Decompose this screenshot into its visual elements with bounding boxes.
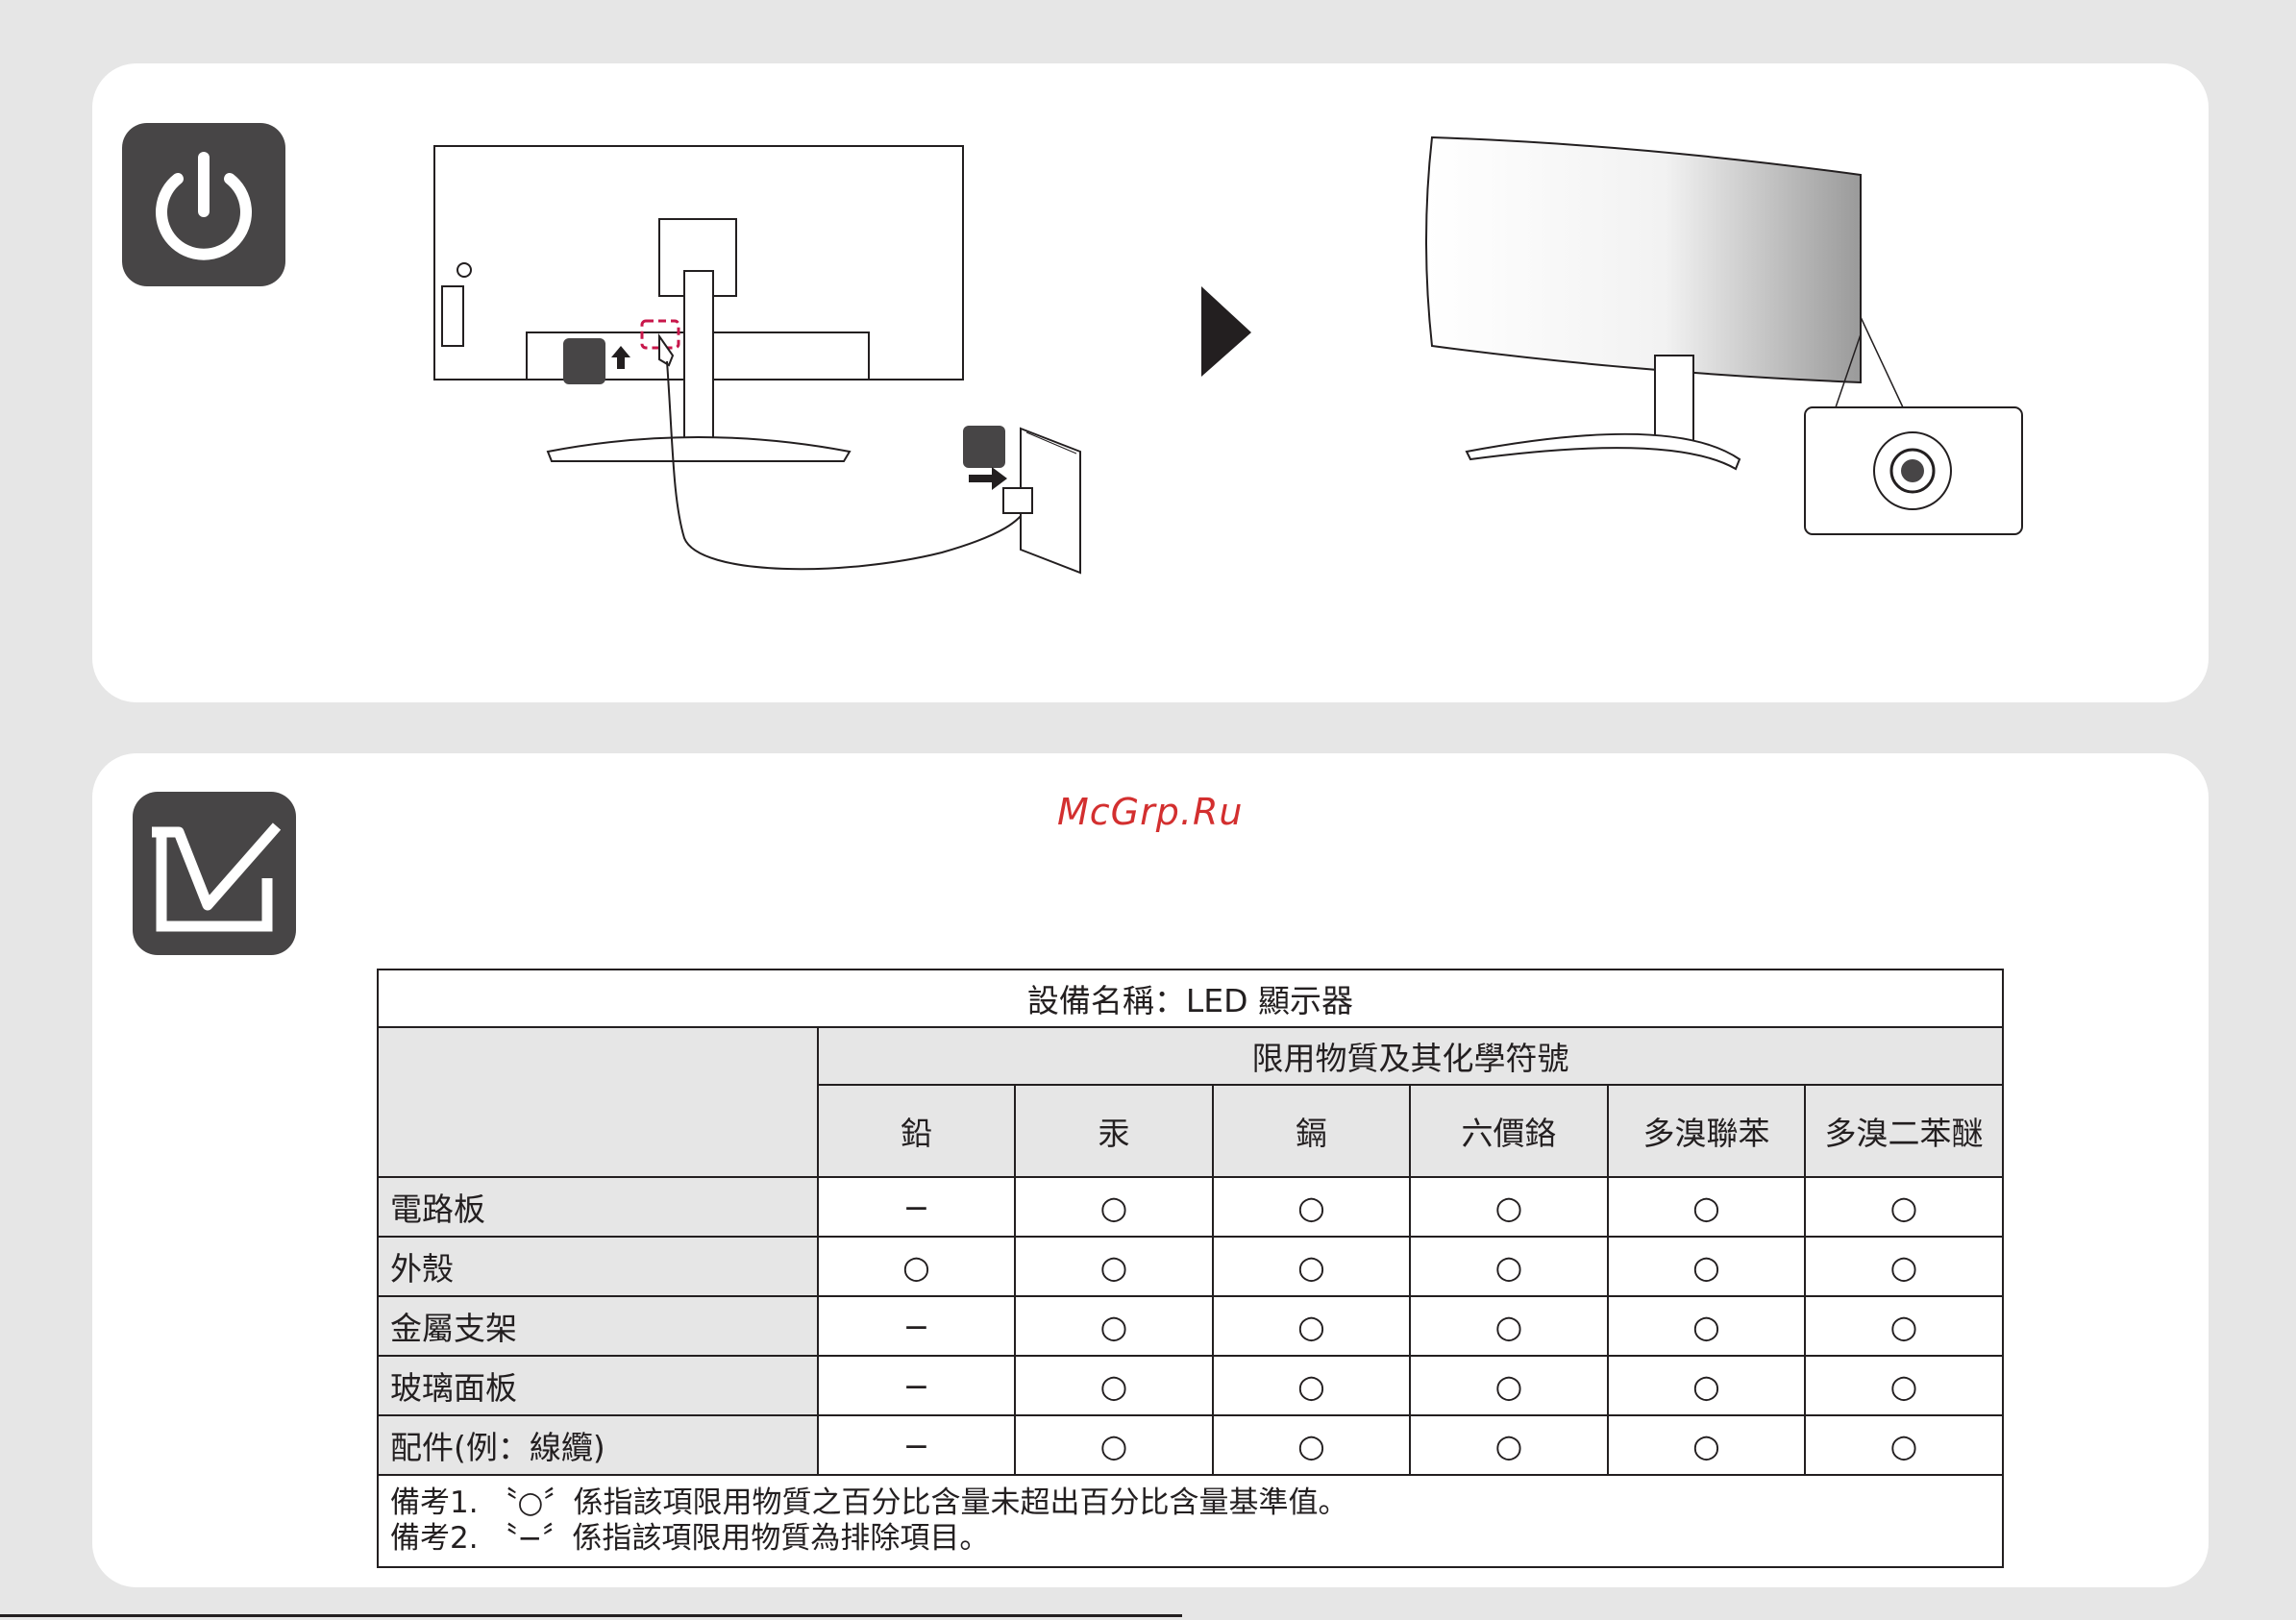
table-row: 金屬支架 − ○ ○ ○ ○ ○ <box>378 1296 2003 1356</box>
table-cell: ○ <box>1410 1356 1608 1415</box>
joystick-button-icon <box>1874 432 1951 509</box>
substances-group-header: 限用物質及其化學符號 <box>818 1027 2003 1085</box>
table-cell: ○ <box>1608 1237 1805 1296</box>
table-cell: ○ <box>1213 1296 1410 1356</box>
column-header: 六價鉻 <box>1410 1085 1608 1177</box>
table-cell: ○ <box>1015 1296 1213 1356</box>
table-cell: ○ <box>1608 1177 1805 1237</box>
column-header: 鉛 <box>818 1085 1015 1177</box>
note-line: 備考1. 〝○〞係指該項限用物質之百分比含量未超出百分比含量基準值。 <box>390 1485 1990 1521</box>
column-header: 汞 <box>1015 1085 1213 1177</box>
row-label: 玻璃面板 <box>378 1356 818 1415</box>
table-row: 外殼 ○ ○ ○ ○ ○ ○ <box>378 1237 2003 1296</box>
table-title: 設備名稱：LED 顯示器 <box>378 970 2003 1027</box>
table-cell: ○ <box>1410 1296 1608 1356</box>
table-row: 配件(例：線纜) − ○ ○ ○ ○ ○ <box>378 1415 2003 1475</box>
table-cell: ○ <box>1805 1356 2003 1415</box>
step-marker-b <box>963 426 1005 468</box>
monitor-rear-drawing <box>434 146 963 461</box>
arrow-plug-icon <box>969 467 1007 490</box>
column-header: 鎘 <box>1213 1085 1410 1177</box>
compliance-badge <box>133 792 296 955</box>
table-cell: ○ <box>1015 1177 1213 1237</box>
table-cell: ○ <box>1410 1177 1608 1237</box>
power-connection-illustration <box>0 0 2296 711</box>
table-row: 電路板 − ○ ○ ○ ○ ○ <box>378 1177 2003 1237</box>
table-cell: ○ <box>1805 1237 2003 1296</box>
step-marker-a <box>563 338 605 384</box>
table-cell: − <box>818 1415 1015 1475</box>
table-cell: ○ <box>1213 1415 1410 1475</box>
table-cell: ○ <box>1015 1237 1213 1296</box>
row-label: 外殼 <box>378 1237 818 1296</box>
table-cell: ○ <box>1213 1177 1410 1237</box>
restricted-substances-table: 設備名稱：LED 顯示器 限用物質及其化學符號 鉛 汞 鎘 六價鉻 多溴聯苯 多… <box>377 969 2004 1568</box>
table-cell: ○ <box>1805 1177 2003 1237</box>
table-notes: 備考1. 〝○〞係指該項限用物質之百分比含量未超出百分比含量基準值。 備考2. … <box>378 1475 2003 1567</box>
table-cell: ○ <box>1608 1356 1805 1415</box>
table-cell: − <box>818 1177 1015 1237</box>
table-cell: ○ <box>818 1237 1015 1296</box>
note-line: 備考2. 〝−〞係指該項限用物質為排除項目。 <box>390 1521 1990 1557</box>
table-cell: ○ <box>1608 1415 1805 1475</box>
table-cell: − <box>818 1296 1015 1356</box>
checkmark-icon <box>133 792 296 955</box>
watermark-text: McGrp.Ru <box>1057 791 1243 833</box>
column-header: 多溴二苯醚 <box>1805 1085 2003 1177</box>
row-label: 配件(例：線纜) <box>378 1415 818 1475</box>
table-cell: − <box>818 1356 1015 1415</box>
arrow-right-icon <box>1201 286 1251 377</box>
row-label: 電路板 <box>378 1177 818 1237</box>
table-cell: ○ <box>1015 1415 1213 1475</box>
table-cell: ○ <box>1608 1296 1805 1356</box>
table-cell: ○ <box>1410 1237 1608 1296</box>
table-cell: ○ <box>1410 1415 1608 1475</box>
table-cell: ○ <box>1805 1296 2003 1356</box>
corner-cell <box>378 1027 818 1177</box>
wall-outlet <box>1003 429 1080 573</box>
table-row: 玻璃面板 − ○ ○ ○ ○ ○ <box>378 1356 2003 1415</box>
table-cell: ○ <box>1805 1415 2003 1475</box>
table-cell: ○ <box>1213 1356 1410 1415</box>
table-cell: ○ <box>1213 1237 1410 1296</box>
table-cell: ○ <box>1015 1356 1213 1415</box>
row-label: 金屬支架 <box>378 1296 818 1356</box>
page-rule <box>0 1614 1182 1617</box>
column-header: 多溴聯苯 <box>1608 1085 1805 1177</box>
